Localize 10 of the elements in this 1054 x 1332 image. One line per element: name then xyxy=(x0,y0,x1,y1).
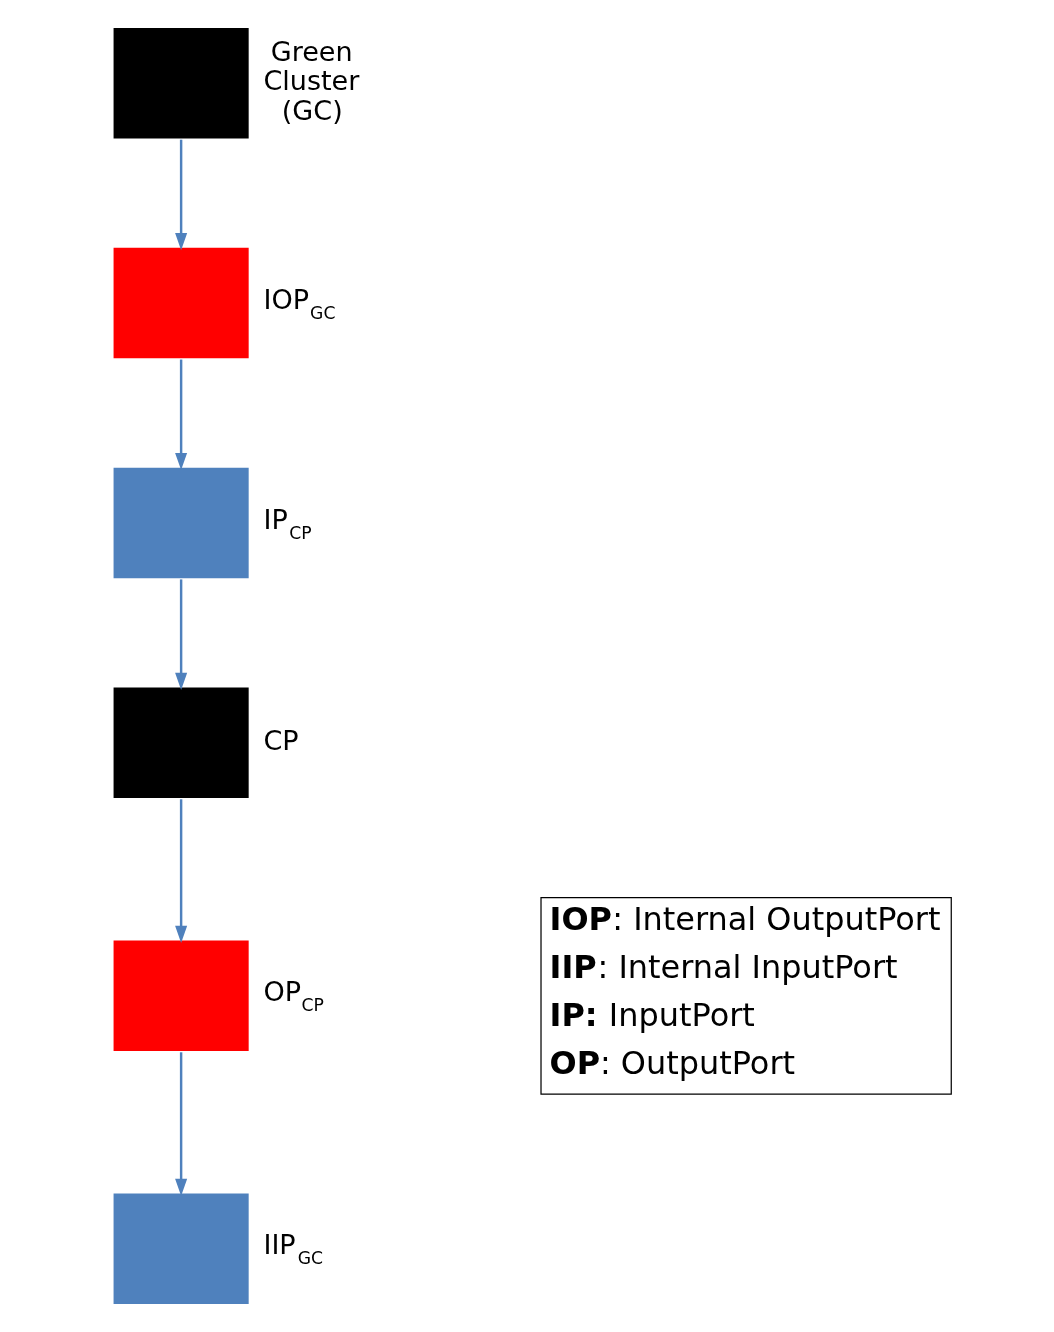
node-label: IP$_{CP}$ xyxy=(262,503,312,543)
node-label: OP$_{CP}$ xyxy=(262,976,324,1016)
node-label: Green Cluster (GC) xyxy=(262,35,359,126)
node-label: IIP$_{GC}$ xyxy=(262,1229,323,1269)
label: IOP: Internal OutputPort xyxy=(549,900,940,939)
node-label: CP xyxy=(262,724,299,756)
node-label: IOP$_{GC}$ xyxy=(262,283,335,323)
label: IIP: Internal InputPort xyxy=(549,948,898,987)
label: IP: InputPort xyxy=(549,996,755,1035)
label: OP: OutputPort xyxy=(549,1044,795,1083)
